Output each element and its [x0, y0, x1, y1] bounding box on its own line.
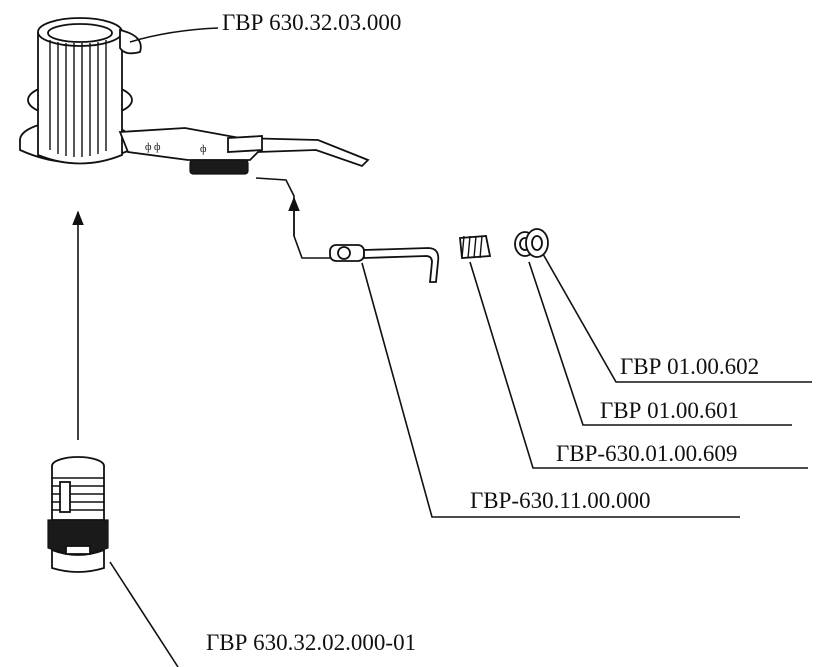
rod-label: ГВР-630.11.00.000	[470, 488, 651, 513]
washer-label: ГВР 01.00.602	[620, 354, 759, 379]
nut-leader-line	[528, 261, 792, 426]
washer-icon	[525, 228, 549, 258]
washer-leader-line	[542, 253, 812, 383]
housing-leader-line	[129, 27, 219, 43]
assembly-path-rod	[255, 177, 330, 259]
valve-housing-with-lever-icon: ф ф ф	[19, 17, 370, 175]
threaded-nozzle-icon	[47, 456, 109, 573]
spring-icon	[459, 235, 492, 259]
nozzle-leader-line	[109, 561, 179, 667]
spring-label: ГВР-630.01.00.609	[556, 441, 737, 466]
bent-rod-icon	[329, 244, 440, 283]
svg-text:ф ф: ф ф	[145, 142, 161, 153]
nozzle-label: ГВР 630.32.02.000-01	[206, 630, 416, 655]
spring-leader-line	[469, 261, 808, 469]
rod-leader-line	[361, 262, 740, 518]
housing-label: ГВР 630.32.03.000	[222, 10, 401, 35]
svg-text:ф: ф	[200, 144, 207, 155]
nut-label: ГВР 01.00.601	[600, 398, 739, 423]
